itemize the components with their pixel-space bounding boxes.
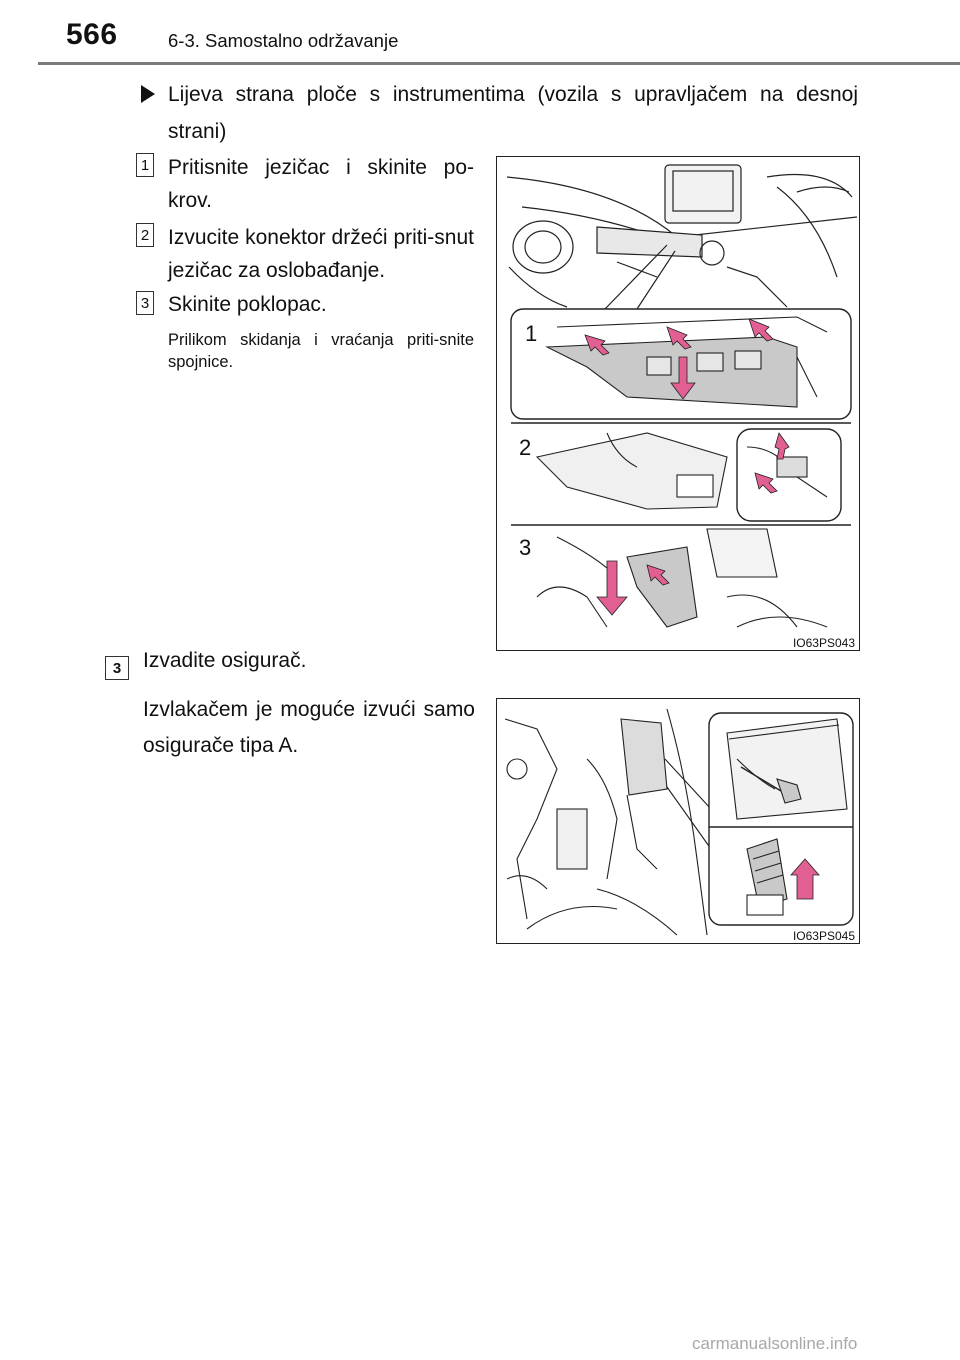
substep-text-3: Skinite poklopac. bbox=[168, 293, 327, 316]
figure-code-2: IO63PS045 bbox=[792, 929, 855, 943]
step-title: Izvadite osigurač. bbox=[143, 649, 307, 672]
panel-label-3: 3 bbox=[519, 535, 531, 560]
fuse-box-illustration bbox=[504, 708, 854, 936]
page-number: 566 bbox=[66, 18, 118, 51]
figure-dashboard-cover-removal: 1 2 3 IO63 bbox=[496, 156, 860, 651]
watermark: carmanualsonline.info bbox=[692, 1334, 858, 1353]
figure-fuse-puller: IO63PS045 bbox=[496, 698, 860, 944]
header-divider bbox=[38, 62, 960, 65]
substep-number-3: 3 bbox=[136, 291, 154, 315]
dashboard-illustration: 1 2 3 bbox=[506, 164, 858, 628]
section-title: 6-3. Samostalno održavanje bbox=[168, 30, 399, 51]
section-heading: Lijeva strana ploče s instrumentima (voz… bbox=[168, 83, 858, 143]
panel-label-1: 1 bbox=[525, 321, 537, 346]
substep-text-1: Pritisnite jezičac i skinite po-krov. bbox=[168, 156, 474, 212]
step-description: Izvlakačem je moguće izvući samo osigura… bbox=[143, 698, 475, 757]
substep-number-1: 1 bbox=[136, 153, 154, 177]
substep-text-2: Izvucite konektor držeći priti-snut jezi… bbox=[168, 226, 474, 282]
press-arrow-icons bbox=[584, 318, 774, 400]
substep-number-2: 2 bbox=[136, 223, 154, 247]
triangle-bullet-icon bbox=[141, 85, 155, 103]
step-number-3: 3 bbox=[105, 656, 129, 680]
panel-label-2: 2 bbox=[519, 435, 531, 460]
figure-code-1: IO63PS043 bbox=[792, 636, 855, 650]
note-text: Prilikom skidanja i vraćanja priti-snite… bbox=[168, 331, 474, 371]
